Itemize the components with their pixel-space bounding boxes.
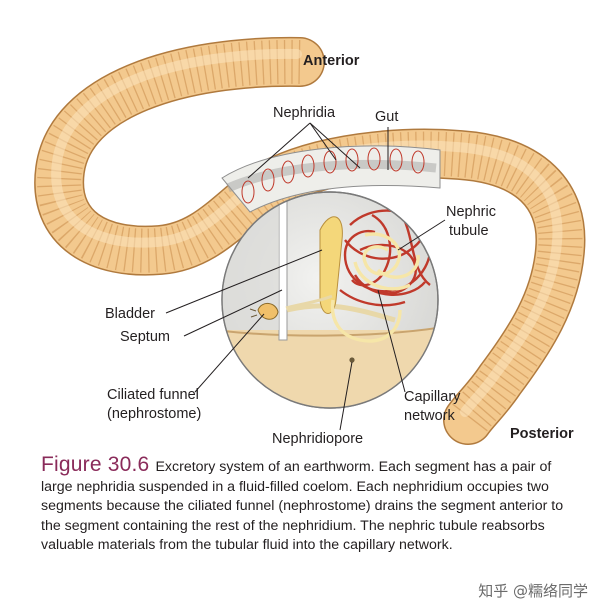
watermark: 知乎 @糯络同学 — [478, 582, 588, 600]
label-nephridia: Nephridia — [273, 105, 336, 121]
caption-text: Excretory system of an earthworm. Each s… — [41, 459, 564, 554]
bladder-shape — [319, 216, 343, 314]
magnified-view — [221, 191, 439, 409]
label-nephric-tubule-line1: Nephric — [446, 204, 496, 220]
figure-number: Figure 30.6 — [41, 453, 150, 476]
earthworm-excretory-diagram: Anterior Posterior Nephridia Gut Nephric… — [34, 36, 586, 447]
label-ciliated-funnel-line1: Ciliated funnel — [107, 387, 199, 403]
label-gut: Gut — [375, 109, 398, 125]
label-capillary-line1: Capillary — [404, 389, 461, 405]
nephric-tubule-coils — [353, 232, 420, 291]
leader-lines — [165, 122, 446, 431]
label-bladder: Bladder — [105, 306, 155, 322]
label-nephridiopore: Nephridiopore — [272, 431, 363, 447]
label-posterior: Posterior — [510, 426, 574, 442]
label-capillary-line2: network — [404, 408, 456, 424]
label-ciliated-funnel-line2: (nephrostome) — [107, 406, 201, 422]
label-septum: Septum — [120, 329, 170, 345]
label-anterior: Anterior — [303, 53, 360, 69]
nephridiopore-dot — [349, 357, 355, 363]
label-nephric-tubule-line2: tubule — [449, 223, 489, 239]
body-wall — [222, 330, 438, 408]
